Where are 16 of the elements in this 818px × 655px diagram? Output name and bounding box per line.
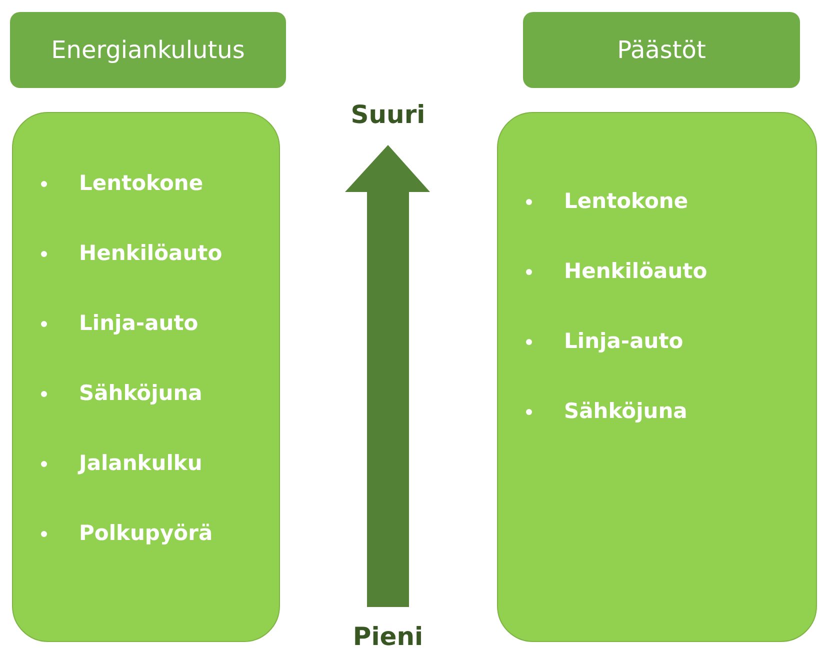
list-item: Sähköjuna (79, 381, 202, 405)
header-box: Päästöt (523, 12, 800, 88)
scale-label: Pieni (352, 622, 424, 651)
list-item: Jalankulku (79, 451, 202, 475)
list-panel (497, 112, 817, 642)
list-item: Lentokone (564, 189, 688, 213)
list-item: Linja-auto (564, 329, 684, 353)
list-item: Polkupyörä (79, 521, 213, 545)
list-item: Henkilöauto (79, 241, 222, 265)
list-item: Henkilöauto (564, 259, 708, 283)
list-item: Linja-auto (79, 311, 198, 335)
list-panel (12, 112, 280, 642)
list-item: Sähköjuna (564, 399, 688, 423)
header-box: Energiankulutus (10, 12, 286, 88)
list-item: Lentokone (79, 171, 204, 195)
scale-label: Suuri (350, 100, 426, 129)
